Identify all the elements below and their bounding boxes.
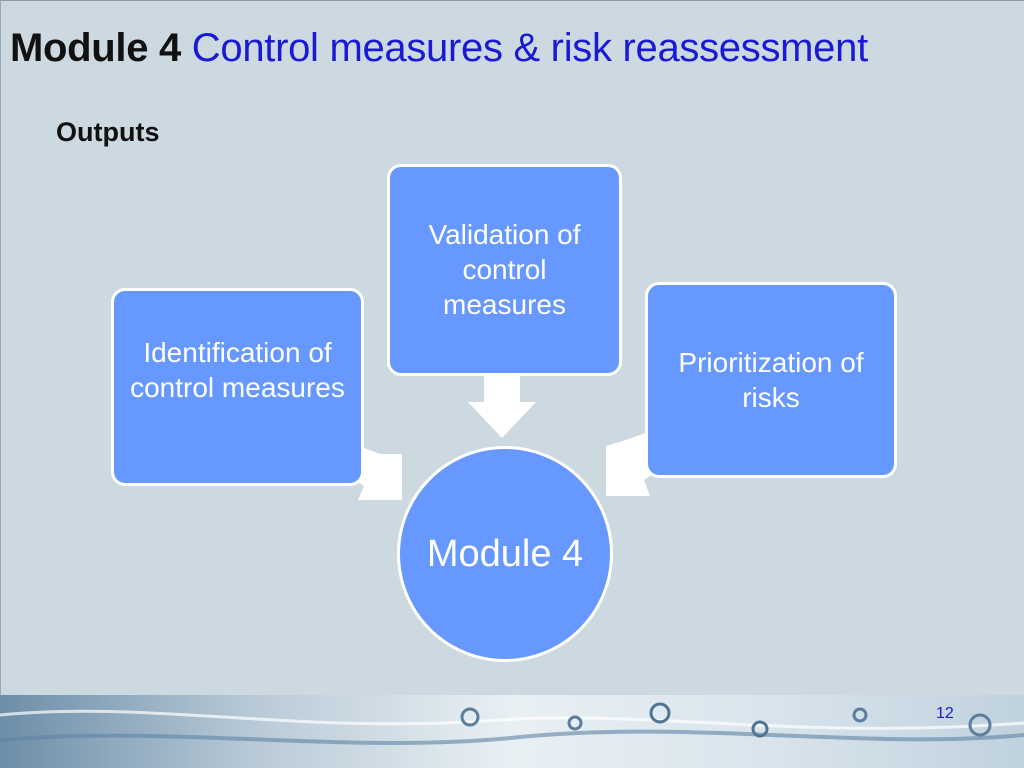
node-validation-label: Validation of control measures: [428, 219, 581, 320]
node-prioritization-label: Prioritization of risks: [678, 347, 864, 413]
arrow-left-to-center: [352, 448, 402, 500]
arrow-right-to-center: [606, 432, 656, 496]
slide-subtitle: Outputs: [56, 117, 160, 147]
node-prioritization: Prioritization of risks: [645, 282, 897, 478]
node-identification: Identification of control measures: [111, 288, 364, 486]
arrow-top-to-center: [468, 376, 536, 438]
page-number: 12: [936, 705, 954, 722]
node-module-4: Module 4: [397, 446, 613, 662]
node-module-4-label: Module 4: [426, 533, 584, 575]
node-validation: Validation of control measures: [387, 164, 622, 376]
title-module-label: Module 4: [10, 26, 181, 70]
footer-water-image: [0, 695, 1024, 768]
slide-title: Module 4 Control measures & risk reasses…: [10, 22, 868, 74]
water-splash-decoration: [0, 702, 1024, 745]
title-topic: Control measures & risk reassessment: [191, 26, 868, 70]
node-identification-label: Identification of control measures: [130, 337, 345, 403]
